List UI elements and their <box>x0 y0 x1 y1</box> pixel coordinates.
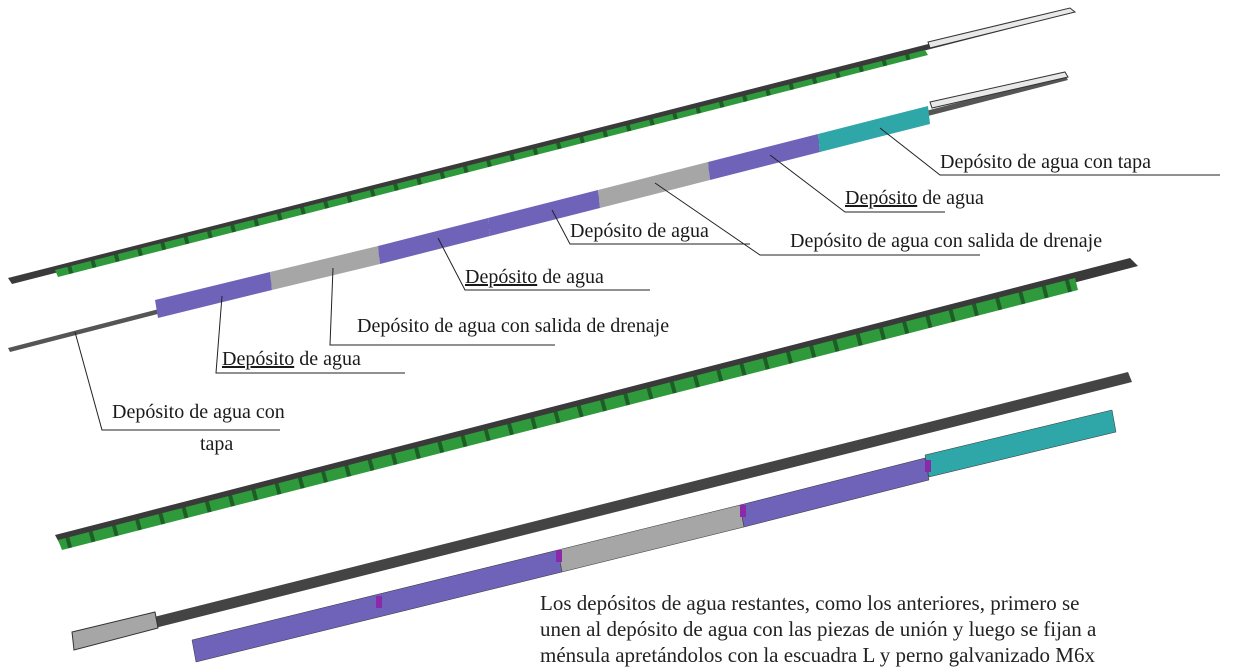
label-deposito-agua-4: Depósito de agua <box>222 347 361 371</box>
label-deposito-agua-3: Depósito de agua <box>465 265 604 289</box>
label-deposito-agua-3-rest: de agua <box>537 266 604 288</box>
rail-4 <box>71 372 1132 651</box>
rail-3 <box>55 258 1138 550</box>
label-deposito-agua-1-underlined: Depósito <box>845 187 918 209</box>
rail-2-tank-d <box>488 190 600 236</box>
label-deposito-drenaje-2: Depósito de agua con salida de drenaje <box>357 315 670 337</box>
label-deposito-agua-1: Depósito de agua <box>845 186 984 210</box>
leader-8 <box>74 331 280 431</box>
rail-4-body <box>150 372 1132 628</box>
rail-4-gray-end <box>71 611 159 651</box>
label-deposito-agua-3-underlined: Depósito <box>465 266 538 288</box>
label-deposito-agua-4-underlined: Depósito <box>222 348 295 370</box>
leader-1 <box>879 127 1220 176</box>
label-deposito-con-tapa-2-line1: Depósito de agua con <box>112 401 285 423</box>
leader-lines <box>74 127 1220 431</box>
label-deposito-drenaje-1: Depósito de agua con salida de drenaje <box>790 230 1103 252</box>
joint-4 <box>925 460 931 472</box>
rail-2-tank-e <box>598 162 710 208</box>
label-deposito-agua-2: Depósito de agua <box>570 220 709 242</box>
label-deposito-con-tapa-1: Depósito de agua con tapa <box>940 151 1152 173</box>
paragraph-line-3: ménsula apretándolos con la escuadra L y… <box>540 643 1095 667</box>
bottom-tanks <box>191 409 1117 663</box>
leader-4 <box>551 209 750 245</box>
rail-2-tank-b <box>270 246 380 290</box>
rail-1-end-white <box>927 7 1077 49</box>
leader-5 <box>437 237 650 291</box>
label-deposito-agua-4-rest: de agua <box>294 348 361 370</box>
label-deposito-con-tapa-2-line2: tapa <box>200 433 234 455</box>
rail-2-tank-g <box>818 106 930 152</box>
rail-1 <box>8 7 1077 284</box>
joint-2 <box>556 550 562 562</box>
rail-2-tank-f <box>708 134 820 180</box>
paragraph-line-2: unen al depósito de agua con las piezas … <box>540 617 1097 641</box>
rail-2-end-white <box>929 71 1069 109</box>
leader-3 <box>654 182 980 256</box>
leader-2 <box>769 154 945 213</box>
tank-purple-2 <box>739 457 930 528</box>
rail-2 <box>8 71 1069 352</box>
instruction-paragraph: Los depósitos de agua restantes, como lo… <box>540 590 1236 668</box>
paragraph-line-1: Los depósitos de agua restantes, como lo… <box>540 591 1080 615</box>
rail-1-green <box>55 50 928 277</box>
joint-1 <box>376 596 382 608</box>
rail-3-green <box>58 278 1078 550</box>
joint-3 <box>740 505 746 517</box>
leader-6 <box>329 267 555 346</box>
rail-2-tank-c <box>378 218 490 264</box>
leader-7 <box>215 295 405 374</box>
label-deposito-agua-1-rest: de agua <box>917 187 984 209</box>
rail-2-tank-a <box>155 272 272 318</box>
